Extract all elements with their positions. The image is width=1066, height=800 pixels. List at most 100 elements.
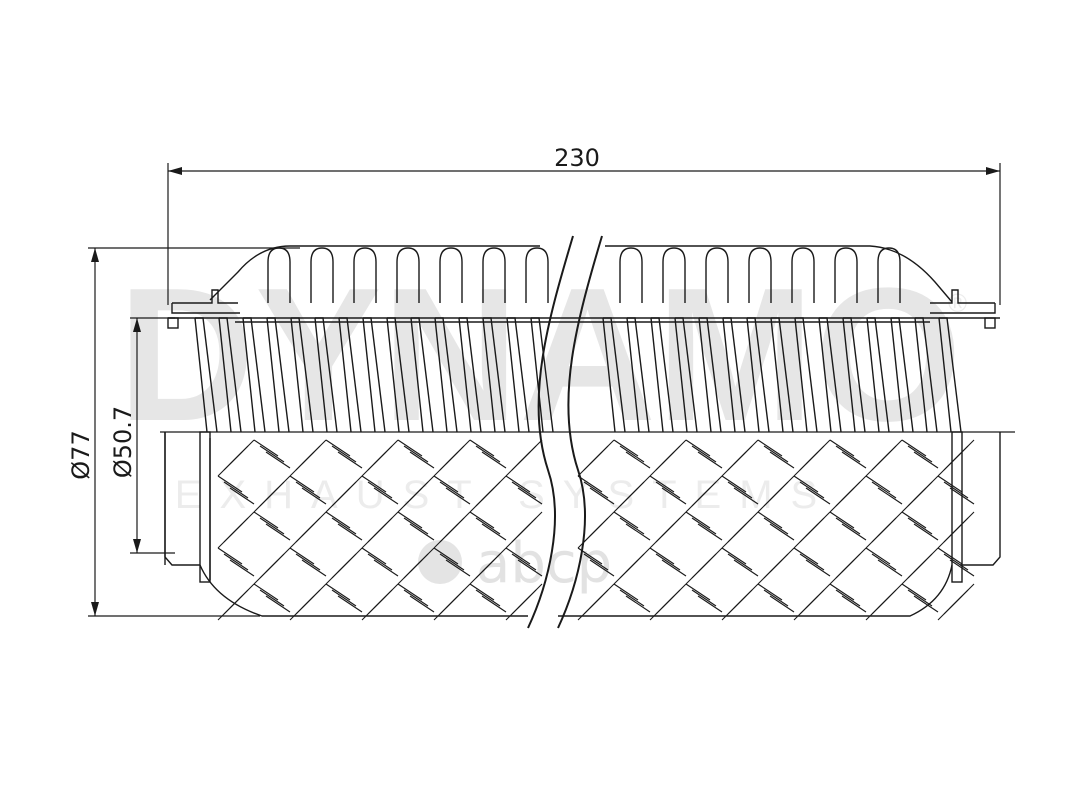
mesh-strand	[865, 547, 891, 565]
bellows-fold	[662, 247, 686, 303]
mesh-strand	[433, 475, 459, 493]
mesh-strand	[337, 547, 363, 573]
mesh-strand	[805, 487, 831, 505]
mesh-strand	[589, 511, 615, 537]
mesh-strand	[805, 511, 831, 537]
mesh-strand	[373, 487, 399, 505]
mesh-strand	[661, 583, 687, 609]
mesh-strand	[229, 487, 255, 505]
mesh-strand	[655, 553, 681, 571]
mesh-strand	[253, 583, 279, 601]
mesh-strand	[619, 445, 645, 463]
mesh-strand	[511, 481, 537, 499]
mesh-strand	[517, 583, 543, 609]
liner-rib	[338, 317, 362, 433]
liner-rib	[626, 317, 650, 433]
mesh-strand	[403, 517, 429, 535]
mesh-strand	[397, 511, 423, 529]
mesh-strand	[877, 511, 903, 537]
mesh-strand	[445, 487, 471, 505]
mesh-strand	[481, 523, 507, 541]
bellows-fold	[310, 247, 334, 303]
mesh-strand	[409, 547, 435, 573]
mesh-strand	[625, 595, 651, 613]
mesh-strand	[907, 517, 933, 535]
mesh-strand	[301, 439, 327, 465]
mesh-strand	[835, 445, 861, 463]
mesh-strand	[253, 511, 279, 529]
liner-rib	[506, 317, 530, 433]
mesh-strand	[877, 583, 903, 609]
bellows-fold	[877, 247, 901, 303]
mesh-strand	[475, 445, 501, 463]
mesh-strand	[325, 439, 351, 457]
mesh-strand	[691, 589, 717, 607]
mesh-strand	[913, 451, 939, 469]
liner-rib	[290, 317, 314, 433]
mesh-strand	[835, 517, 861, 535]
mesh-strand	[409, 451, 435, 469]
mesh-strand	[727, 553, 753, 571]
mesh-strand	[397, 583, 423, 601]
mesh-strand	[301, 583, 327, 609]
mesh-strand	[265, 547, 291, 573]
mesh-strand	[259, 445, 285, 463]
mesh-strand	[907, 589, 933, 607]
mesh-strand	[445, 583, 471, 609]
mesh-strand	[799, 553, 825, 571]
bellows-fold	[396, 247, 420, 303]
mesh-strand	[613, 439, 639, 457]
mesh-strand	[721, 475, 747, 493]
mesh-strand	[259, 589, 285, 607]
mesh-strand	[361, 475, 387, 493]
mesh-strand	[661, 439, 687, 465]
mesh-strand	[835, 589, 861, 607]
mesh-strand	[373, 583, 399, 609]
mesh-strand	[877, 559, 903, 577]
mesh-strand	[793, 475, 819, 493]
mesh-strand	[871, 481, 897, 499]
liner-rib	[602, 317, 626, 433]
mesh-strand	[337, 475, 363, 501]
mesh-strand	[613, 583, 639, 601]
mesh-strand	[589, 559, 615, 577]
mesh-strand	[583, 553, 609, 571]
mesh-strand	[469, 511, 495, 529]
dimension-outer-diameter	[88, 247, 300, 617]
liner-rib	[386, 317, 410, 433]
liner-rib	[314, 317, 338, 433]
liner-rib	[818, 317, 842, 433]
liner-rib	[698, 317, 722, 433]
mesh-strand	[589, 439, 615, 465]
mesh-strand	[295, 481, 321, 499]
mesh-strand	[295, 553, 321, 571]
liner-rib	[866, 317, 890, 433]
mesh-strand	[439, 481, 465, 499]
braided-mesh	[217, 439, 975, 621]
mesh-strand	[373, 439, 399, 465]
mesh-strand	[289, 547, 315, 565]
mesh-strand	[733, 439, 759, 465]
mesh-strand	[943, 553, 969, 571]
mesh-strand	[697, 523, 723, 541]
bellows-fold	[439, 247, 463, 303]
mesh-strand	[373, 511, 399, 537]
liner-rib	[842, 317, 866, 433]
mesh-strand	[697, 547, 723, 573]
mesh-strand	[685, 439, 711, 457]
mesh-strand	[877, 487, 903, 505]
mesh-strand	[685, 511, 711, 529]
mesh-strand	[229, 583, 255, 609]
mesh-strand	[265, 475, 291, 501]
mesh-strand	[505, 475, 531, 493]
mesh-strand	[481, 451, 507, 469]
mesh-strand	[517, 439, 543, 465]
mesh-strand	[871, 553, 897, 571]
mesh-strand	[763, 445, 789, 463]
mesh-strand	[265, 595, 291, 613]
mesh-strand	[625, 475, 651, 501]
mesh-strand	[331, 517, 357, 535]
mesh-strand	[409, 475, 435, 501]
mesh-strand	[325, 511, 351, 529]
mesh-strand	[661, 487, 687, 505]
